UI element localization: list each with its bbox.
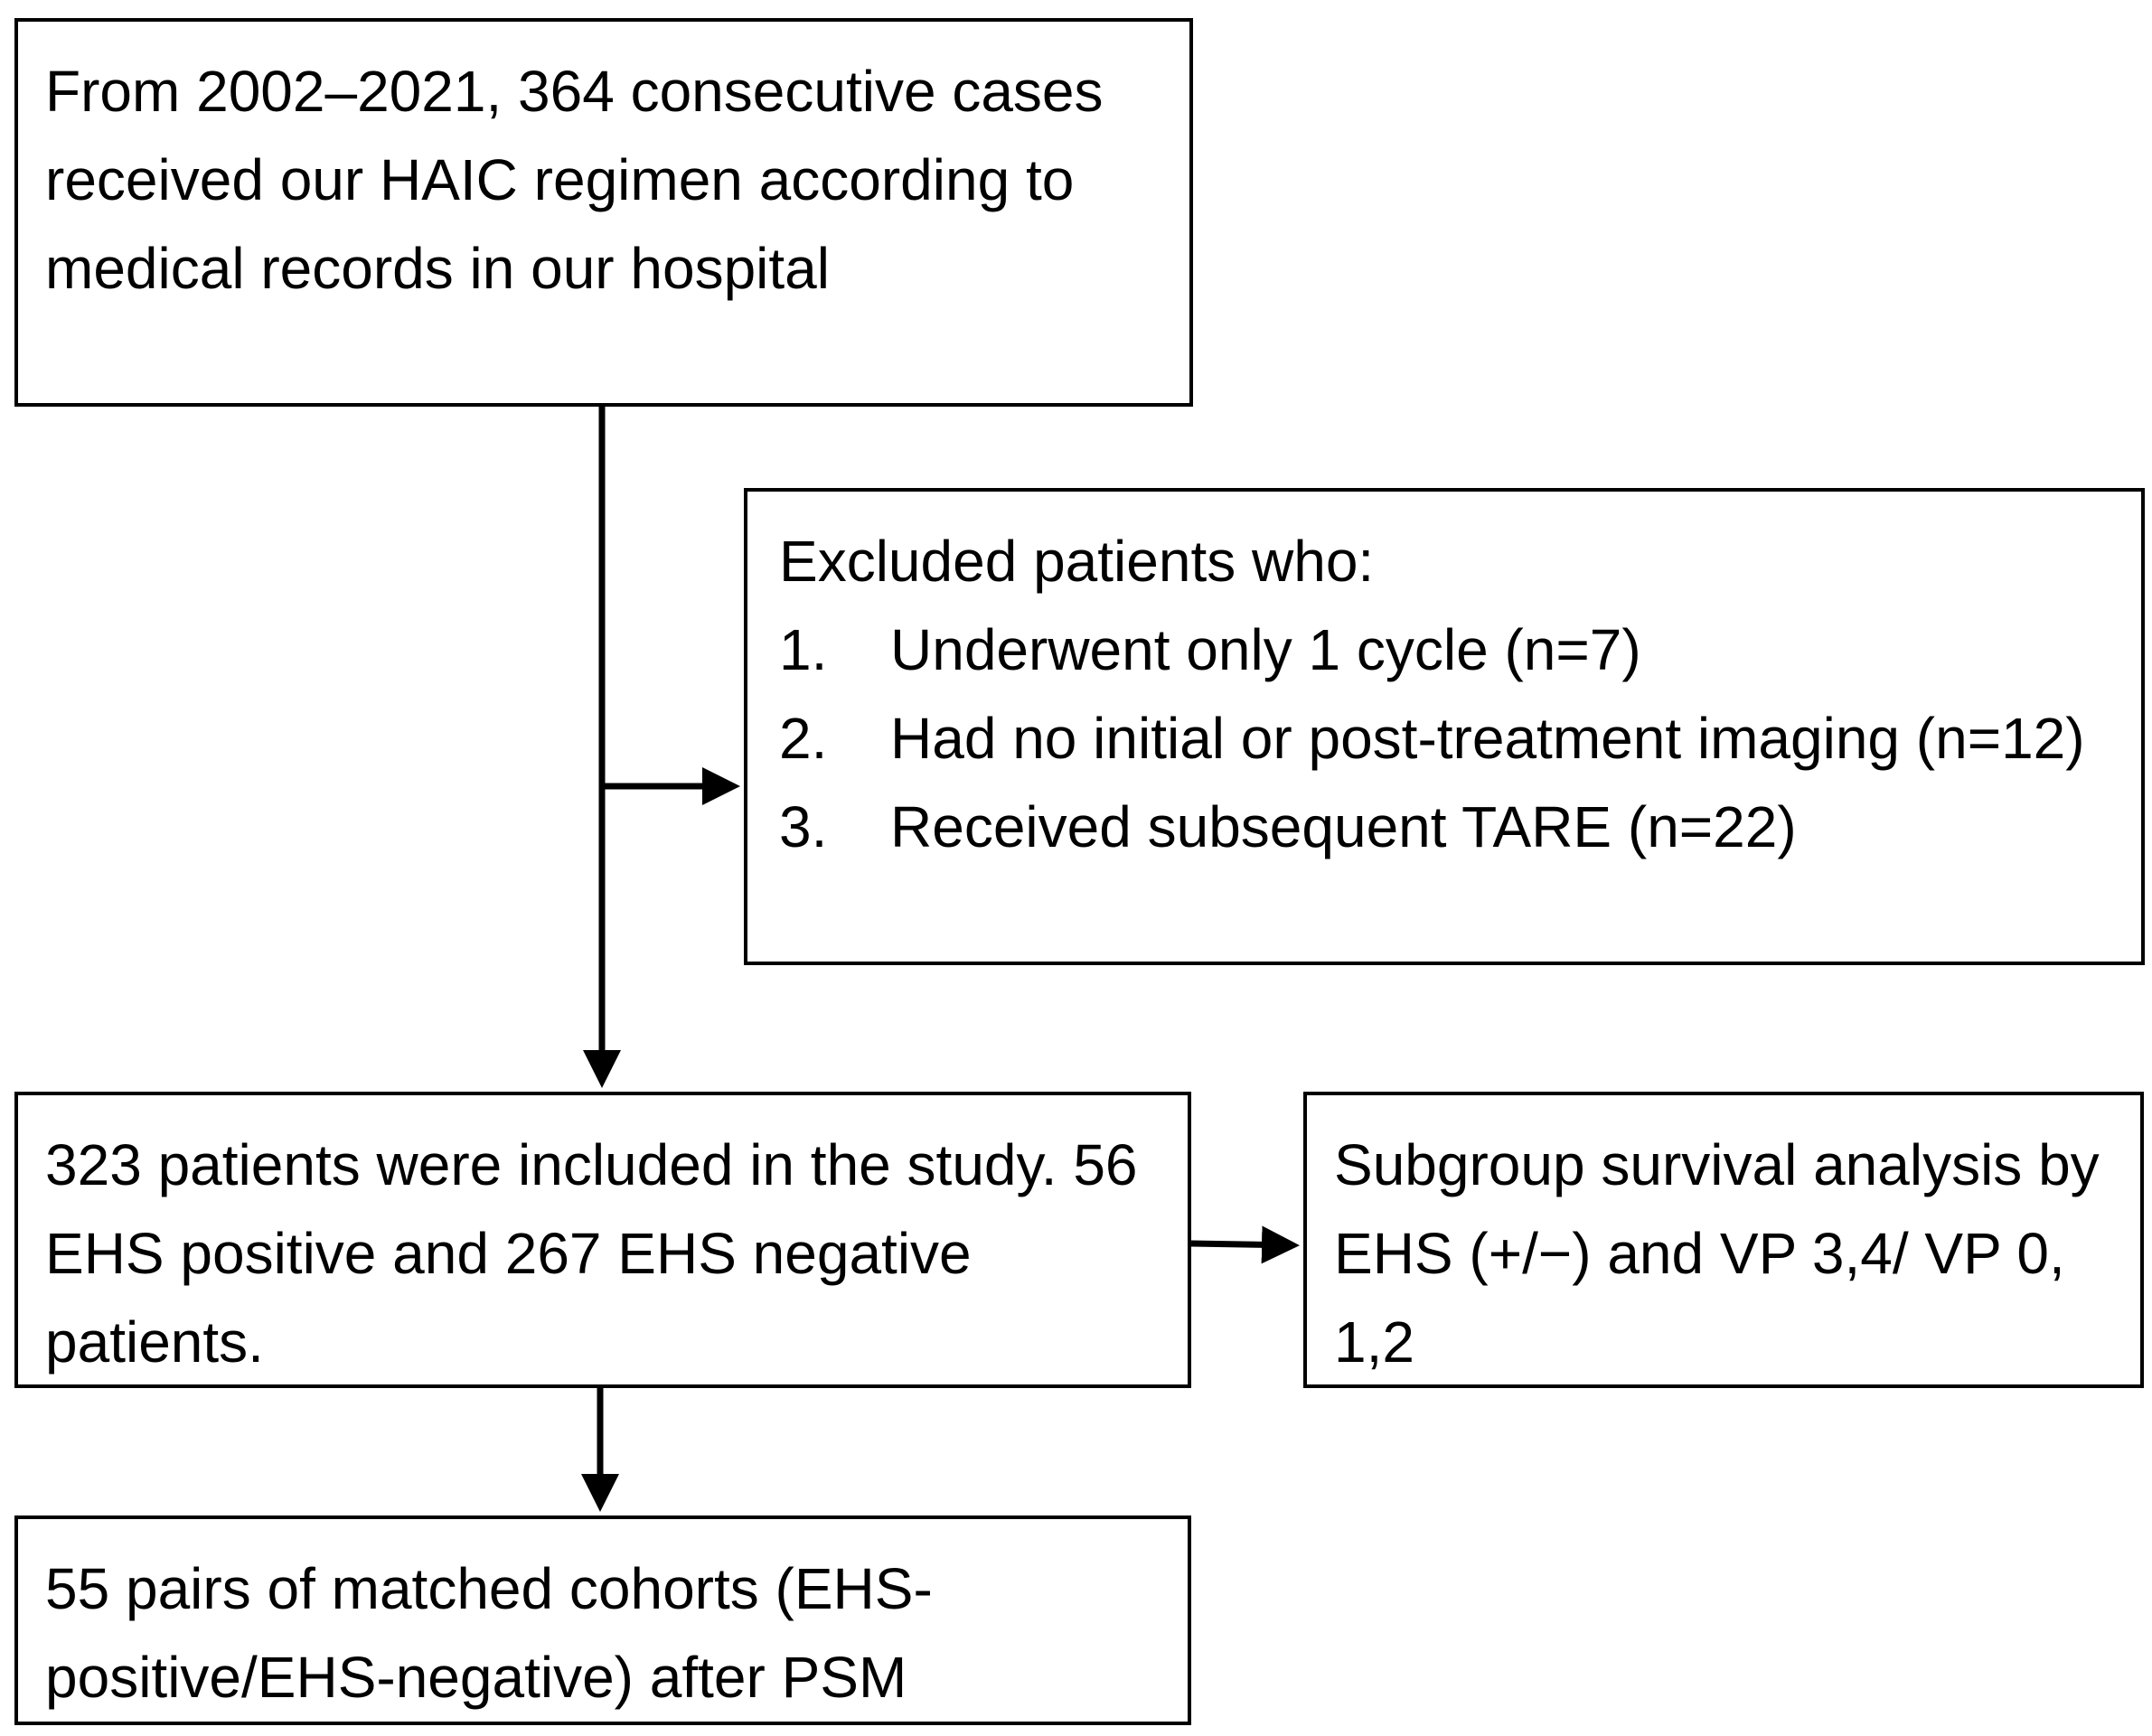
arrow-included-to-subgroup xyxy=(1190,1225,1300,1264)
exclusion-item-text: Had no initial or post-treatment imaging… xyxy=(890,706,2085,771)
exclusion-item-number: 1. xyxy=(779,617,828,682)
exclusion-item-text: Received subsequent TARE (n=22) xyxy=(890,794,1797,859)
source-population-box: From 2002–2021, 364 consecutive cases re… xyxy=(14,18,1193,407)
subgroup-analysis-text: Subgroup survival analysis by EHS (+/−) … xyxy=(1334,1132,2100,1375)
exclusion-item: 2. Had no initial or post-treatment imag… xyxy=(779,694,2116,783)
matched-cohorts-text: 55 pairs of matched cohorts (EHS-positiv… xyxy=(45,1556,933,1710)
exclusion-item: 3. Received subsequent TARE (n=22) xyxy=(779,783,2116,871)
included-patients-box: 323 patients were included in the study.… xyxy=(14,1092,1191,1388)
included-patients-text: 323 patients were included in the study.… xyxy=(45,1132,1138,1375)
subgroup-analysis-box: Subgroup survival analysis by EHS (+/−) … xyxy=(1303,1092,2144,1388)
source-population-text: From 2002–2021, 364 consecutive cases re… xyxy=(45,59,1104,301)
exclusion-item: 1. Underwent only 1 cycle (n=7) xyxy=(779,605,2116,694)
exclusion-item-number: 3. xyxy=(779,794,828,859)
matched-cohorts-box: 55 pairs of matched cohorts (EHS-positiv… xyxy=(14,1515,1191,1725)
exclusion-item-number: 2. xyxy=(779,706,828,771)
exclusion-heading: Excluded patients who: xyxy=(779,529,1375,594)
exclusion-item-text: Underwent only 1 cycle (n=7) xyxy=(890,617,1641,682)
exclusion-list: 1. Underwent only 1 cycle (n=7) 2. Had n… xyxy=(779,605,2116,871)
exclusion-criteria-box: Excluded patients who: 1. Underwent only… xyxy=(744,488,2145,965)
